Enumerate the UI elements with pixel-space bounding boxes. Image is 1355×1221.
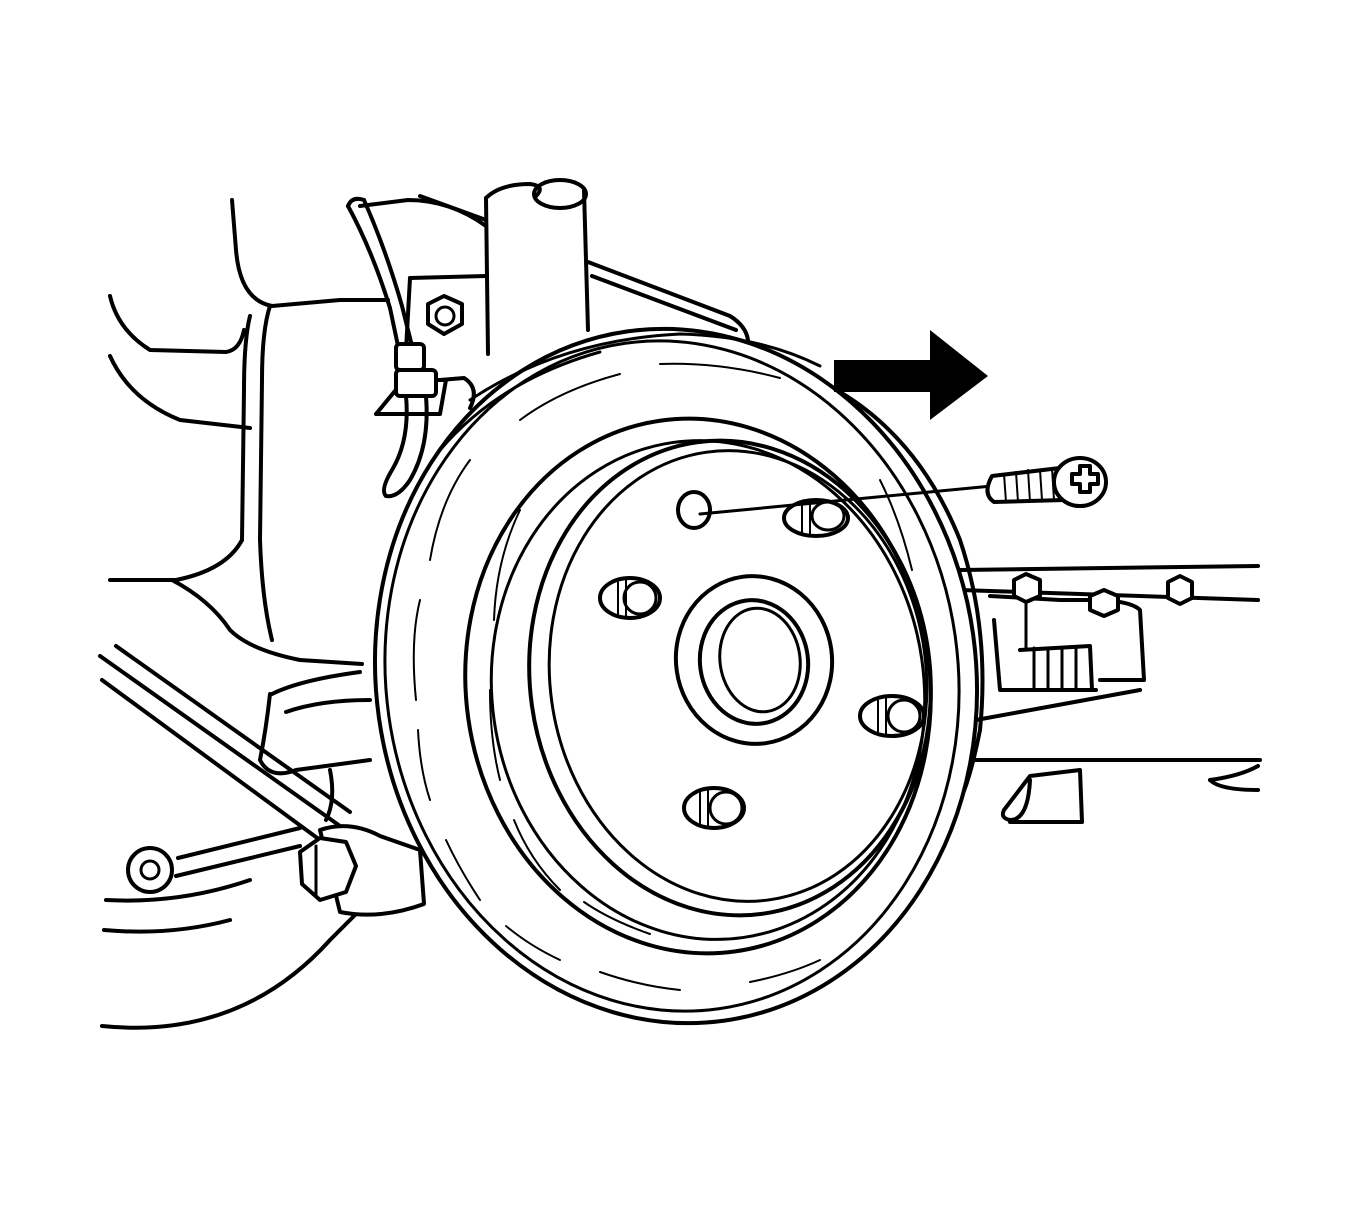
phillips-screw-icon: [985, 456, 1108, 508]
wheel-hub: [673, 574, 835, 746]
wheel-stud-icon: [598, 576, 662, 620]
wheel-stud-icon: [858, 694, 926, 738]
brake-hose: [346, 196, 476, 499]
vehicle-body-structure: [98, 178, 1262, 1030]
axle-nut-icon: [1012, 572, 1042, 652]
axle-nut-icon: [1166, 574, 1194, 606]
wheel-stud-icon: [782, 498, 850, 538]
knuckle-bolt-icon: [298, 824, 426, 917]
axle-boot: [1018, 644, 1094, 692]
wheel-stud-icon: [682, 786, 746, 830]
stabilizer-link-end: [126, 846, 174, 894]
axle-nut-icon: [1088, 588, 1120, 618]
drum-screw-hole: [676, 484, 994, 530]
arrow-right-icon: [834, 330, 988, 420]
bracket-bolt-icon: [426, 294, 464, 336]
